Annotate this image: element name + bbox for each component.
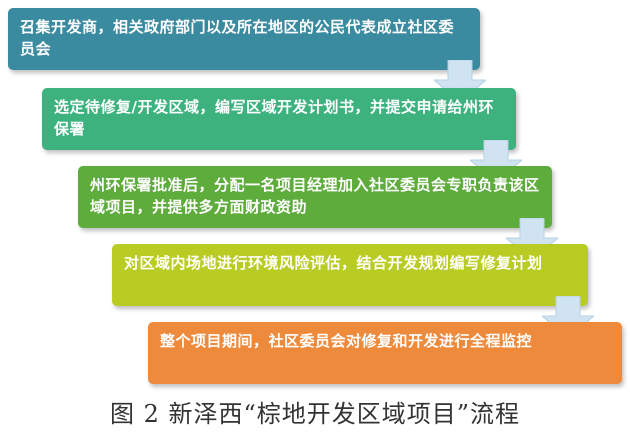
step-4-text: 对区域内场地进行环境风险评估，结合开发规划编写修复计划 [124, 254, 543, 272]
step-4-box: 对区域内场地进行环境风险评估，结合开发规划编写修复计划 [112, 244, 588, 306]
step-5-box: 整个项目期间，社区委员会对修复和开发进行全程监控 [148, 322, 622, 384]
figure-caption: 图 2 新泽西“棕地开发区域项目”流程 [109, 400, 521, 428]
step-2-text: 选定待修复/开发区域，编写区域开发计划书，并提交申请给州环保署 [54, 98, 494, 138]
step-5-text: 整个项目期间，社区委员会对修复和开发进行全程监控 [160, 332, 533, 350]
step-1-box: 召集开发商，相关政府部门以及所在地区的公民代表成立社区委员会 [8, 8, 480, 70]
step-2-box: 选定待修复/开发区域，编写区域开发计划书，并提交申请给州环保署 [42, 88, 516, 150]
step-1-text: 召集开发商，相关政府部门以及所在地区的公民代表成立社区委员会 [20, 18, 455, 58]
step-3-box: 州环保署批准后，分配一名项目经理加入社区委员会专职负责该区域项目，并提供多方面财… [78, 166, 552, 228]
step-3-text: 州环保署批准后，分配一名项目经理加入社区委员会专职负责该区域项目，并提供多方面财… [90, 176, 540, 216]
